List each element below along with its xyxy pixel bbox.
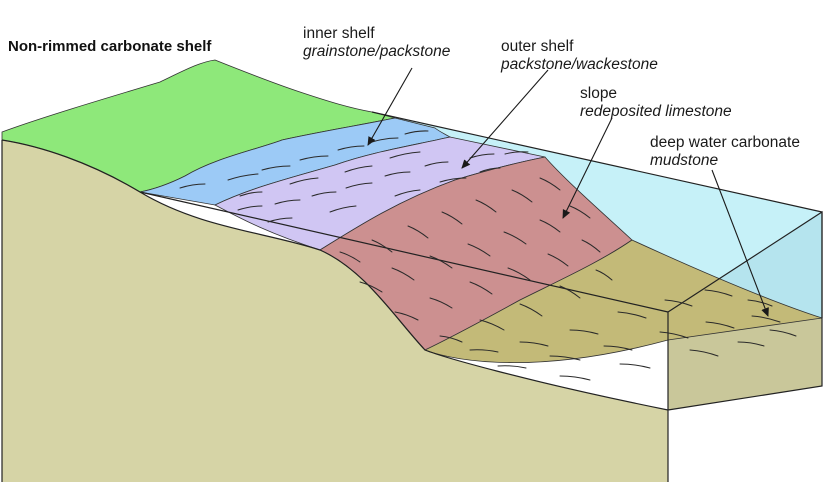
bedding-stroke xyxy=(479,319,505,331)
bedding-stroke xyxy=(345,182,373,189)
outer-shelf-facies-label: packstone/wackestone xyxy=(500,56,658,73)
outer-shelf-label: outer shelf xyxy=(501,38,574,55)
bedding-stroke xyxy=(603,345,633,351)
bedding-stroke xyxy=(237,205,263,211)
slope-facies-label: redeposited limestone xyxy=(580,103,732,120)
bedding-stroke xyxy=(617,311,647,319)
bedding-stroke xyxy=(519,303,543,317)
projection-line xyxy=(139,191,669,313)
bedding-stroke xyxy=(689,349,719,357)
bedding-stroke xyxy=(539,219,561,233)
bedding-stroke xyxy=(311,191,337,197)
bedding-stroke xyxy=(394,189,421,197)
bedding-stroke xyxy=(339,251,361,263)
bedding-stroke xyxy=(391,267,415,281)
bedding-stroke xyxy=(227,173,259,181)
bedding-stroke xyxy=(747,299,773,307)
deep-water-facies-label: mudstone xyxy=(650,152,718,169)
bedding-stroke xyxy=(261,165,291,171)
deep-water-label: deep water carbonate xyxy=(650,134,800,151)
bedding-stroke xyxy=(497,365,527,369)
block-front-face xyxy=(2,140,668,482)
bedding-stroke xyxy=(559,285,581,299)
deep-water-leader xyxy=(711,169,769,317)
slope-leader xyxy=(562,117,613,219)
bedding-stroke xyxy=(337,145,365,151)
bedding-stroke xyxy=(581,239,601,253)
bedding-stroke xyxy=(659,331,689,339)
bedding-stroke xyxy=(511,189,533,203)
bedding-stroke xyxy=(469,349,499,353)
bedding-stroke xyxy=(384,171,411,177)
bedding-stroke xyxy=(424,161,449,167)
bedding-stroke xyxy=(407,225,429,239)
bedding-stroke xyxy=(289,177,319,185)
bedding-stroke xyxy=(504,151,529,155)
bedding-stroke xyxy=(569,329,599,335)
bedding-stroke xyxy=(179,183,206,189)
slope-label: slope xyxy=(580,85,617,102)
bedding-stroke xyxy=(441,211,463,225)
bedding-stroke xyxy=(469,281,493,295)
bedding-stroke xyxy=(549,355,581,361)
bedding-stroke xyxy=(559,375,591,381)
bedding-stroke xyxy=(475,199,497,213)
bedding-stroke xyxy=(769,329,797,337)
bedding-stroke xyxy=(429,255,453,269)
inner-shelf-leader xyxy=(367,67,413,146)
bedding-stroke xyxy=(507,267,531,281)
bedding-stroke xyxy=(664,299,693,307)
bedding-stroke xyxy=(467,243,491,257)
bedding-stroke xyxy=(503,231,527,245)
bedding-stroke xyxy=(404,130,429,135)
bedding-stroke xyxy=(371,239,393,253)
bedding-stroke xyxy=(394,311,419,321)
bedding-stroke xyxy=(344,165,373,173)
inner-shelf-facies-label: grainstone/packstone xyxy=(303,43,451,60)
bedding-stroke xyxy=(519,341,549,347)
bedding-stroke xyxy=(547,253,569,267)
bedding-stroke xyxy=(267,217,293,223)
bedding-stroke xyxy=(439,335,463,343)
bedding-stroke xyxy=(479,167,501,173)
inner-shelf-label: inner shelf xyxy=(303,25,375,42)
block-right-face xyxy=(668,318,822,410)
outer-shelf-leader xyxy=(461,69,549,169)
diagram-title: Non-rimmed carbonate shelf xyxy=(8,38,212,55)
bedding-stroke xyxy=(569,205,591,219)
bedding-stroke xyxy=(329,205,357,213)
bedding-stroke xyxy=(389,151,421,159)
bedding-stroke xyxy=(439,177,467,183)
bedding-stroke xyxy=(595,269,613,281)
bedding-stroke xyxy=(274,199,301,205)
bedding-stroke xyxy=(299,155,329,161)
bedding-stroke xyxy=(429,297,453,309)
bedding-stroke xyxy=(751,315,781,323)
bedding-stroke xyxy=(239,191,263,197)
bedding-stroke xyxy=(539,177,561,191)
bedding-stroke xyxy=(359,281,383,293)
bedding-stroke xyxy=(705,321,735,329)
bedding-stroke xyxy=(619,363,651,369)
bedding-stroke xyxy=(704,289,733,297)
bedding-stroke xyxy=(737,341,765,347)
